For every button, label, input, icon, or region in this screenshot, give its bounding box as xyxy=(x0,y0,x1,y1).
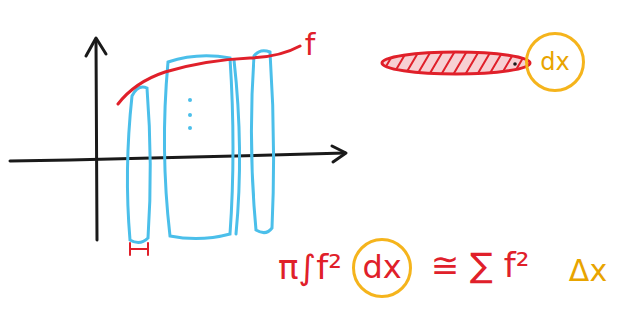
axes xyxy=(10,38,346,240)
node-text: dx xyxy=(540,49,569,75)
function-label: f xyxy=(305,28,316,61)
dx-circled: dx xyxy=(352,238,412,298)
delta-x: Δx xyxy=(569,254,607,287)
integral-term: π∫f² xyxy=(278,249,342,286)
center-dots xyxy=(188,98,192,130)
sum-term: ≅ ∑ f² xyxy=(431,247,530,284)
dx-callout: dx xyxy=(525,32,585,92)
function-curve xyxy=(118,46,300,104)
node-text: dx xyxy=(362,250,401,285)
width-mark xyxy=(130,243,148,255)
hatched-disk xyxy=(378,46,530,80)
